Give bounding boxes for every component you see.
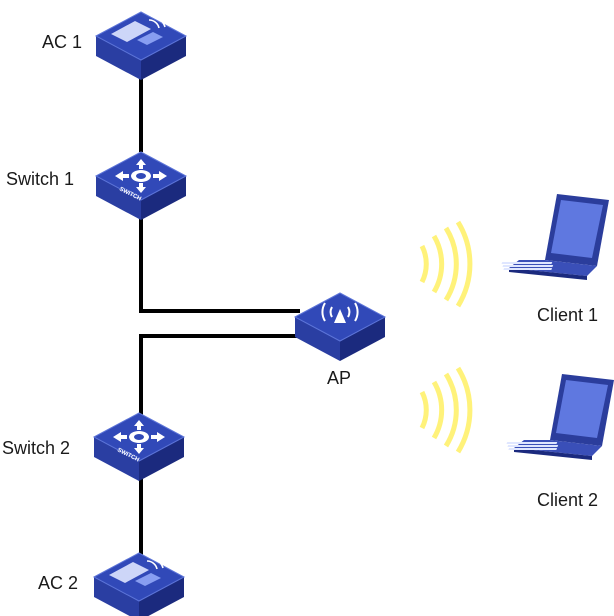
access-controller-icon xyxy=(111,15,166,45)
ac1-device[interactable] xyxy=(95,11,187,81)
ap-label: AP xyxy=(327,368,352,388)
switch-icon xyxy=(113,420,165,454)
client1-label: Client 1 xyxy=(537,305,599,325)
switch1-label: Switch 1 xyxy=(6,169,75,189)
client1-laptop[interactable] xyxy=(501,194,609,280)
links xyxy=(139,60,300,555)
access-point-icon xyxy=(321,302,359,323)
ac2-label: AC 2 xyxy=(38,573,79,593)
wifi-signal-icon xyxy=(422,368,470,452)
ac1-label: AC 1 xyxy=(42,32,83,52)
client2-laptop[interactable] xyxy=(506,374,614,460)
switch2-label: Switch 2 xyxy=(2,438,71,458)
ap-device[interactable] xyxy=(294,292,386,362)
access-controller-icon xyxy=(109,556,164,586)
wifi-signal-icon xyxy=(422,222,470,306)
switch2-device[interactable]: SWITCH xyxy=(93,412,185,482)
ac2-device[interactable] xyxy=(93,552,185,616)
switch-icon xyxy=(115,159,167,193)
laptop-icon xyxy=(506,374,614,460)
switch1-device[interactable]: SWITCH xyxy=(95,151,187,221)
link-switch1-ap xyxy=(139,204,300,313)
link-switch2-ap xyxy=(139,334,300,420)
client2-label: Client 2 xyxy=(537,490,599,510)
laptop-icon xyxy=(501,194,609,280)
